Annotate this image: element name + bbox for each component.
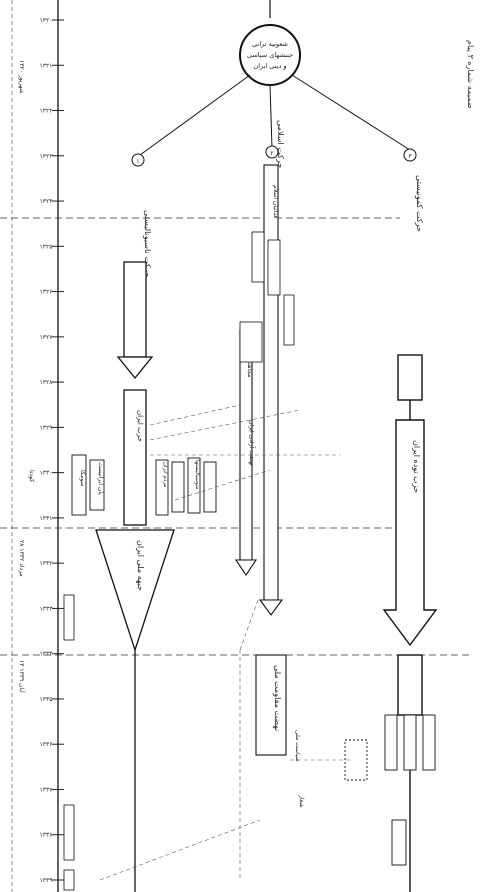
event-annotations: ۱۳۲۰ شهریور ۲۸ مرداد ۱۳۳۲ ۱۳ آبان ۱۳۳۹ ک… — [18, 60, 35, 693]
root-node-line-3: و دینی ایران — [253, 62, 286, 70]
caption: ضمیمه شماره ۳ پیام — [466, 40, 475, 109]
branch-3-title: حرکت کمونیستی — [415, 175, 424, 232]
timeline-year-label: ۱۳۲۸ — [40, 379, 54, 386]
timeline-year-label: ۱۳۳۴ — [40, 651, 53, 658]
root-node-line-2: جنبشهای سیاسی — [247, 51, 293, 59]
period-dividers — [0, 217, 470, 656]
timeline-year-label: ۱۳۳۶ — [40, 741, 53, 748]
timeline-year-label: ۱۳۳۰ — [40, 470, 53, 477]
branch-1-title: حرکت ناسیونالیستی — [143, 210, 152, 277]
timeline-year-label: ۱۳۳۵ — [40, 696, 53, 703]
timeline-year-label: ۱۳۳۷ — [40, 786, 54, 793]
event-4: کودتا — [28, 470, 35, 482]
timeline-year-label: ۱۳۲۵ — [40, 243, 53, 250]
timeline-year-label: ۱۳۲۴ — [40, 198, 53, 205]
note-1: شعار — [298, 794, 305, 808]
event-3: ۱۳ آبان ۱۳۳۹ — [18, 660, 27, 693]
svg-text:۲: ۲ — [270, 150, 273, 157]
party-mardom: مردم ایران — [162, 462, 168, 487]
timeline-year-label: ۱۳۲۷ — [40, 334, 54, 341]
timeline-year-label: ۱۳۳۸ — [40, 832, 54, 839]
party-pan-iranist: پان ایرانیست — [97, 462, 104, 495]
party-national-front: جبهه ملی ایران — [136, 540, 145, 591]
timeline-year-label: ۱۳۲۲ — [40, 108, 53, 115]
event-2: ۲۸ مرداد ۱۳۳۲ — [18, 540, 25, 577]
timeline-year-label: ۱۳۲۶ — [40, 289, 53, 296]
party-national-resistance: نهضت مقاومت ملی — [273, 665, 282, 731]
root-node-line-1: شعوبیه ترانی — [252, 40, 288, 48]
party-fadaiyan: فدائیان اسلام — [272, 185, 279, 218]
timeline-year-label: ۱۳۳۱ — [40, 515, 53, 522]
branch-2-title: حرکت اسلامی — [276, 120, 285, 168]
party-sumka: سومکا — [79, 470, 86, 486]
timeline-year-label: ۱۳۳۲ — [40, 560, 53, 567]
party-socialists: سوسیالیستها — [194, 460, 200, 490]
timeline-year-label: ۱۳۲۱ — [40, 62, 53, 69]
branch-2: ۲ حرکت اسلامی — [265, 120, 285, 168]
timeline-year-label: ۱۳۳۹ — [40, 877, 53, 884]
note-2: سیاست ملی — [294, 730, 301, 762]
communist-sub-boxes — [344, 714, 436, 866]
svg-text:۳: ۳ — [408, 153, 412, 160]
root-node: شعوبیه ترانی جنبشهای سیاسی و دینی ایران — [239, 0, 301, 86]
islamic-sub-boxes — [239, 231, 295, 363]
timeline-year-label: ۱۳۲۰ — [40, 17, 53, 24]
timeline-year-label: ۱۳۲۳ — [40, 153, 54, 160]
left-boxes — [63, 594, 75, 891]
branch-3: ۳ حرکت کمونیستی — [403, 148, 424, 232]
svg-text:۱: ۱ — [136, 158, 139, 165]
dashed-connectors — [99, 404, 350, 881]
branch-connectors — [139, 74, 411, 156]
timeline-year-label: ۱۳۳۳ — [40, 605, 54, 612]
nationalist-sub-boxes — [71, 454, 217, 516]
timeline-year-label: ۱۳۲۹ — [40, 424, 53, 431]
party-iran: حزب ایران — [136, 410, 144, 442]
party-freedom-movement: نهضت آزادی ایران — [248, 420, 257, 466]
party-tudeh: حزب توده ایران — [412, 440, 421, 493]
event-1: ۱۳۲۰ شهریور — [18, 60, 25, 94]
timeline-scale: ۱۳۲۰ ۱۳۲۱ ۱۳۲۲ ۱۳۲۳ ۱۳۲۴ ۱۳۲۵ ۱۳۲۶ ۱۳۲۷ ۱۳۲۸ ۱۳۲۹… — [11, 0, 64, 892]
branch-1: ۱ حرکت ناسیونالیستی — [131, 153, 152, 277]
communist-flow — [382, 354, 438, 892]
nationalist-flow — [95, 261, 175, 892]
